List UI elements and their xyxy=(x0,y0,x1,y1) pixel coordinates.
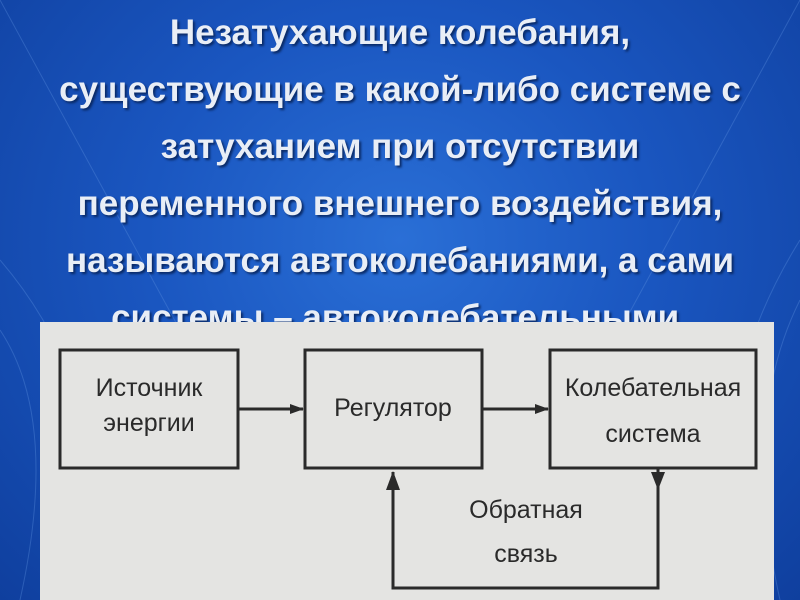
feedback-label-line1: Обратная xyxy=(469,496,583,524)
slide-title: Незатухающие колебания, существующие в к… xyxy=(0,4,800,346)
feedback-label-line2: связь xyxy=(494,540,558,568)
feedback-loop-line xyxy=(391,468,660,590)
feedback-arrow-down xyxy=(651,472,665,490)
diagram-canvas: Источник энергии Регулятор Колебательная… xyxy=(58,348,758,590)
energy-source-label-line1: Источник xyxy=(96,374,204,402)
title-line: затуханием при отсутствии xyxy=(160,127,640,166)
block-diagram: Источник энергии Регулятор Колебательная… xyxy=(40,322,774,600)
oscillating-system-box xyxy=(548,348,758,470)
title-line: Незатухающие колебания, xyxy=(169,13,631,52)
title-line: существующие в какой-либо системе с xyxy=(59,70,741,109)
title-line: называются автоколебаниями, а сами xyxy=(65,241,735,280)
title-line: переменного внешнего воздействия, xyxy=(77,184,723,223)
regulator-label: Регулятор xyxy=(334,394,452,422)
oscillating-system-label-line1: Колебательная xyxy=(565,374,741,402)
energy-source-label-line2: энергии xyxy=(103,409,194,437)
oscillating-system-label-line2: система xyxy=(605,420,700,448)
feedback-arrow-up xyxy=(386,471,400,490)
